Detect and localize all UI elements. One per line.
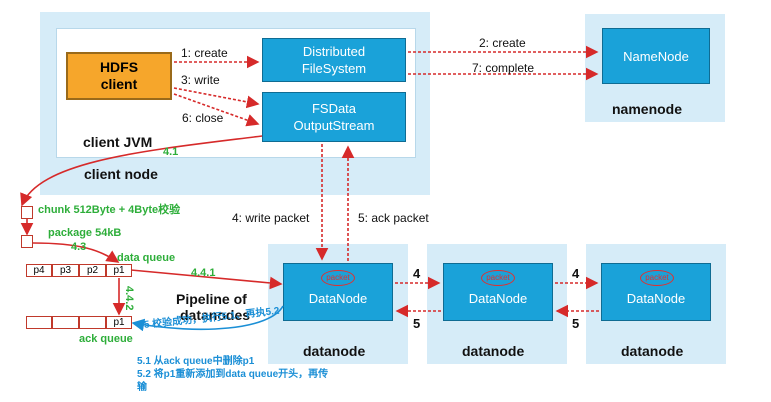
note-4-4-2: 4.4.2 bbox=[123, 286, 135, 311]
ack-queue-cell bbox=[79, 316, 106, 329]
label-create2: 2: create bbox=[479, 36, 526, 50]
fsdata-line1: FSData bbox=[311, 101, 357, 116]
note-step-5-2b: 输 bbox=[137, 382, 147, 393]
ack-queue-cell: p1 bbox=[106, 316, 132, 329]
label-4b: 4 bbox=[572, 266, 580, 281]
datanode-label-3: datanode bbox=[621, 343, 684, 359]
label-create: 1: create bbox=[181, 46, 228, 60]
datanode-label-2: datanode bbox=[462, 343, 525, 359]
hdfs-client-line1: HDFS bbox=[99, 59, 139, 75]
note-chunk: chunk 512Byte + 4Byte校验 bbox=[38, 204, 181, 216]
hdfs-client-line2: client bbox=[100, 76, 138, 92]
arrow-4-1 bbox=[20, 135, 263, 207]
label-5b: 5 bbox=[572, 316, 580, 331]
note-package: package 54kB bbox=[48, 227, 122, 239]
pipeline-label-2: datanodes bbox=[180, 307, 251, 323]
arrow-4-4-1 bbox=[130, 269, 283, 290]
data-queue-cell: p2 bbox=[79, 264, 106, 277]
client-jvm-label: client JVM bbox=[83, 134, 153, 150]
label-ack-packet: 5: ack packet bbox=[358, 211, 429, 225]
packet-tag-1: packet bbox=[321, 270, 355, 286]
arrow-4-3 bbox=[32, 242, 120, 263]
hdfs-client-box: HDFS client bbox=[66, 52, 172, 100]
note-step-5-1: 5.1 从ack queue中删除p1 bbox=[137, 356, 255, 367]
datanode-box-label-1: DataNode bbox=[308, 290, 368, 306]
data-queue-cell: p3 bbox=[52, 264, 79, 277]
pipeline-label-1: Pipeline of bbox=[176, 291, 247, 307]
namenode-box: NameNode bbox=[602, 28, 710, 84]
label-4a: 4 bbox=[413, 266, 421, 281]
packet-tag-3: packet bbox=[640, 270, 674, 286]
label-complete: 7: complete bbox=[472, 61, 535, 75]
distributed-filesystem-box: Distributed FileSystem bbox=[262, 38, 406, 82]
datanode-box-label-3: DataNode bbox=[626, 290, 686, 306]
note-data-queue: data queue bbox=[117, 252, 176, 264]
chunk-cell bbox=[21, 206, 33, 219]
note-step-5-2: 5.2 将p1重新添加到data queue开头，再传 bbox=[137, 369, 329, 380]
ack-queue-cell bbox=[52, 316, 79, 329]
note-4-1: 4.1 bbox=[163, 146, 179, 158]
ack-queue-cell bbox=[26, 316, 52, 329]
note-4-4-1: 4.4.1 bbox=[191, 267, 216, 279]
packet-tag-2: packet bbox=[481, 270, 515, 286]
namenode-label: namenode bbox=[612, 101, 683, 117]
package-cell bbox=[21, 235, 33, 248]
label-5a: 5 bbox=[413, 316, 421, 331]
client-node-label: client node bbox=[84, 166, 158, 182]
namenode-box-label: NameNode bbox=[623, 48, 689, 64]
arrow-5-ack bbox=[131, 305, 284, 332]
data-queue-cell: p1 bbox=[106, 264, 132, 277]
label-close: 6: close bbox=[182, 111, 224, 125]
note-4-3: 4.3 bbox=[71, 241, 87, 253]
label-write-packet: 4: write packet bbox=[232, 211, 310, 225]
fsdata-outputstream-box: FSData OutputStream bbox=[262, 92, 406, 142]
dfs-line1: Distributed bbox=[302, 44, 366, 59]
datanode-box-label-2: DataNode bbox=[468, 290, 528, 306]
dfs-line2: FileSystem bbox=[301, 61, 367, 76]
fsdata-line2: OutputStream bbox=[293, 118, 375, 133]
label-write: 3: write bbox=[181, 73, 220, 87]
note-ack-queue: ack queue bbox=[79, 333, 133, 345]
datanode-label-1: datanode bbox=[303, 343, 366, 359]
arrow-write bbox=[173, 87, 260, 109]
data-queue-cell: p4 bbox=[26, 264, 52, 277]
